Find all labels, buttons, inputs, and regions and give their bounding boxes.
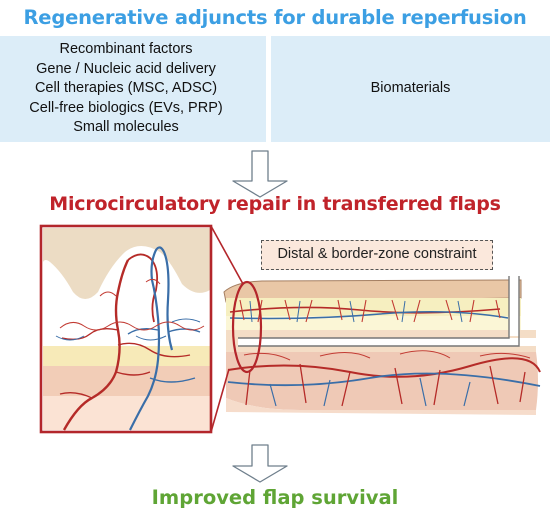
biomaterials-panel — [271, 36, 550, 142]
adjunct-item-gene-delivery: Gene / Nucleic acid delivery — [36, 60, 216, 77]
down-arrow-bottom — [232, 444, 288, 483]
down-arrow-top — [232, 150, 288, 198]
adjunct-item-cell-free-biologics: Cell-free biologics (EVs, PRP) — [29, 99, 223, 116]
flap-tissue-cross-section — [223, 276, 541, 415]
microcirculatory-title: Microcirculatory repair in transferred f… — [49, 193, 501, 215]
biomaterials-label: Biomaterials — [370, 80, 451, 96]
adjuncts-panel — [0, 36, 266, 142]
zoom-region-ellipse — [231, 280, 263, 374]
adjunct-list: Recombinant factors Gene / Nucleic acid … — [0, 40, 252, 138]
outcome-title: Improved flap survival — [151, 486, 399, 509]
inset-microvasculature — [39, 224, 213, 434]
adjunct-item-cell-therapies: Cell therapies (MSC, ADSC) — [34, 80, 218, 97]
header-title: Regenerative adjuncts for durable reperf… — [23, 6, 527, 29]
adjunct-item-small-molecules: Small molecules — [73, 119, 179, 136]
border-zone-callout: Distal & border-zone constraint — [261, 240, 493, 270]
adjunct-item-recombinant-factors: Recombinant factors — [59, 41, 193, 57]
